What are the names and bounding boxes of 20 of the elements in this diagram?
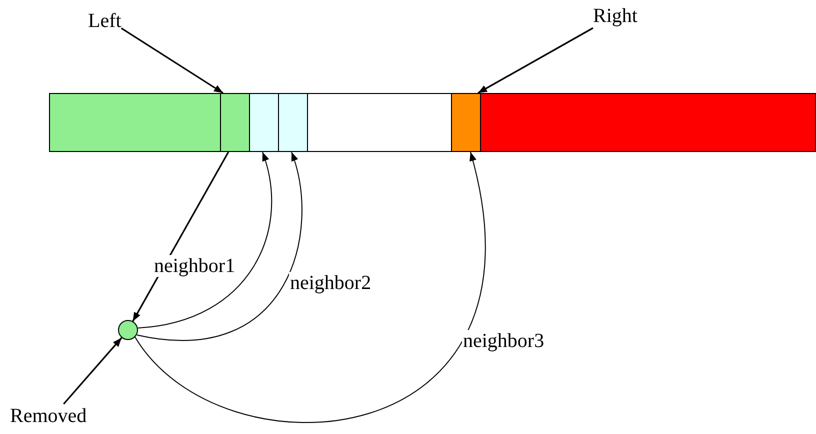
bar-segment — [480, 93, 816, 152]
bar-segment — [278, 93, 308, 152]
edge-label: neighbor1 — [153, 255, 236, 277]
node-circle — [118, 320, 138, 340]
arrow — [138, 152, 272, 328]
bar-segment — [249, 93, 279, 152]
arrow — [478, 27, 594, 94]
arrow — [134, 152, 485, 422]
bar-segment — [307, 93, 452, 152]
bar-segment — [220, 93, 250, 152]
bar-segment — [451, 93, 481, 152]
bar-segment — [49, 93, 221, 152]
arrow — [136, 152, 302, 341]
arrow — [120, 28, 224, 94]
node-label: Right — [593, 4, 638, 28]
node-label: Left — [88, 9, 122, 33]
edge-label: neighbor3 — [462, 330, 546, 352]
node-label: Removed — [10, 404, 87, 428]
edge-label: neighbor2 — [289, 272, 372, 294]
arrow — [63, 337, 122, 405]
